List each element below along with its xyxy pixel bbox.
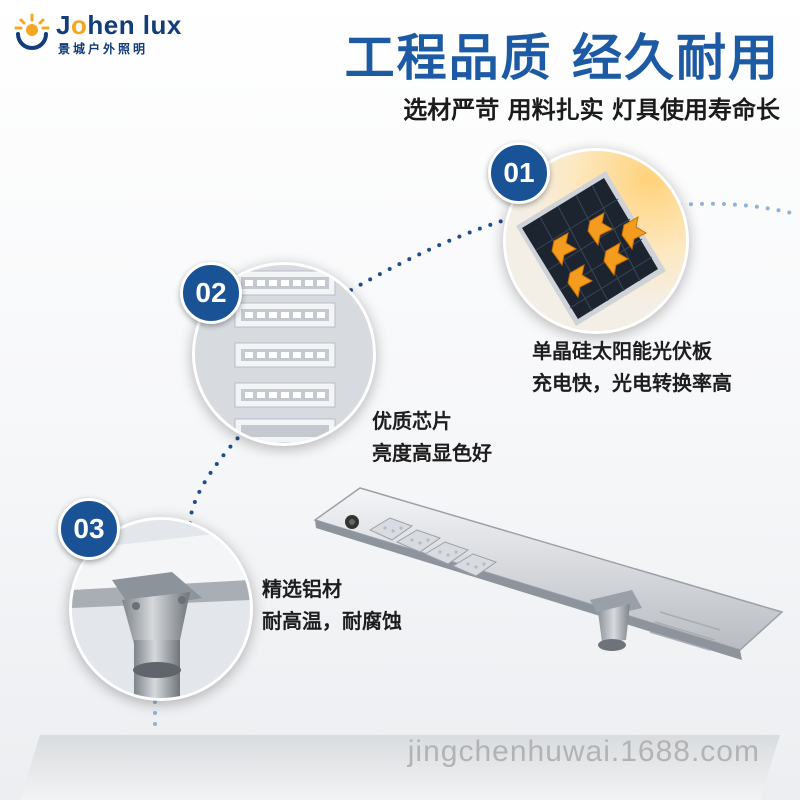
feature-02-line1: 优质芯片	[372, 409, 452, 433]
brand-logo: Johen lux 景城户外照明	[12, 8, 212, 58]
feature-badge-01: 01	[488, 142, 550, 204]
aluminum-bracket-closeup	[69, 517, 253, 701]
feature-caption-03: 精选铝材 耐高温，耐腐蚀	[262, 573, 402, 637]
feature-badge-03: 03	[58, 498, 120, 560]
feature-badge-02: 02	[180, 262, 242, 324]
brand-subtitle: 景城户外照明	[58, 42, 149, 56]
feature-caption-01: 单晶硅太阳能光伏板 充电快，光电转换率高	[532, 335, 732, 399]
page-title: 工程品质 经久耐用	[344, 29, 780, 87]
connector-02-01	[283, 218, 507, 332]
connector-02-03	[188, 428, 247, 527]
bracket-image	[72, 520, 250, 698]
feature-01-line2: 充电快，光电转换率高	[532, 371, 732, 395]
solar-panel-image	[506, 151, 686, 331]
page-subtitle: 选材严苛 用料扎实 灯具使用寿命长	[403, 96, 780, 124]
feature-02-line2: 亮度高显色好	[372, 441, 492, 465]
feature-03-line1: 精选铝材	[262, 577, 342, 601]
sun-arc-icon	[14, 13, 50, 50]
solar-panel-closeup	[503, 148, 689, 334]
brand-name: Johen lux	[56, 10, 182, 40]
site-watermark: jingchenhuwai.1688.com	[407, 735, 760, 768]
feature-01-line1: 单晶硅太阳能光伏板	[532, 339, 712, 363]
street-lamp-illustration	[313, 487, 784, 660]
feature-03-line2: 耐高温，耐腐蚀	[262, 609, 402, 633]
feature-caption-02: 优质芯片 亮度高显色好	[372, 405, 492, 469]
